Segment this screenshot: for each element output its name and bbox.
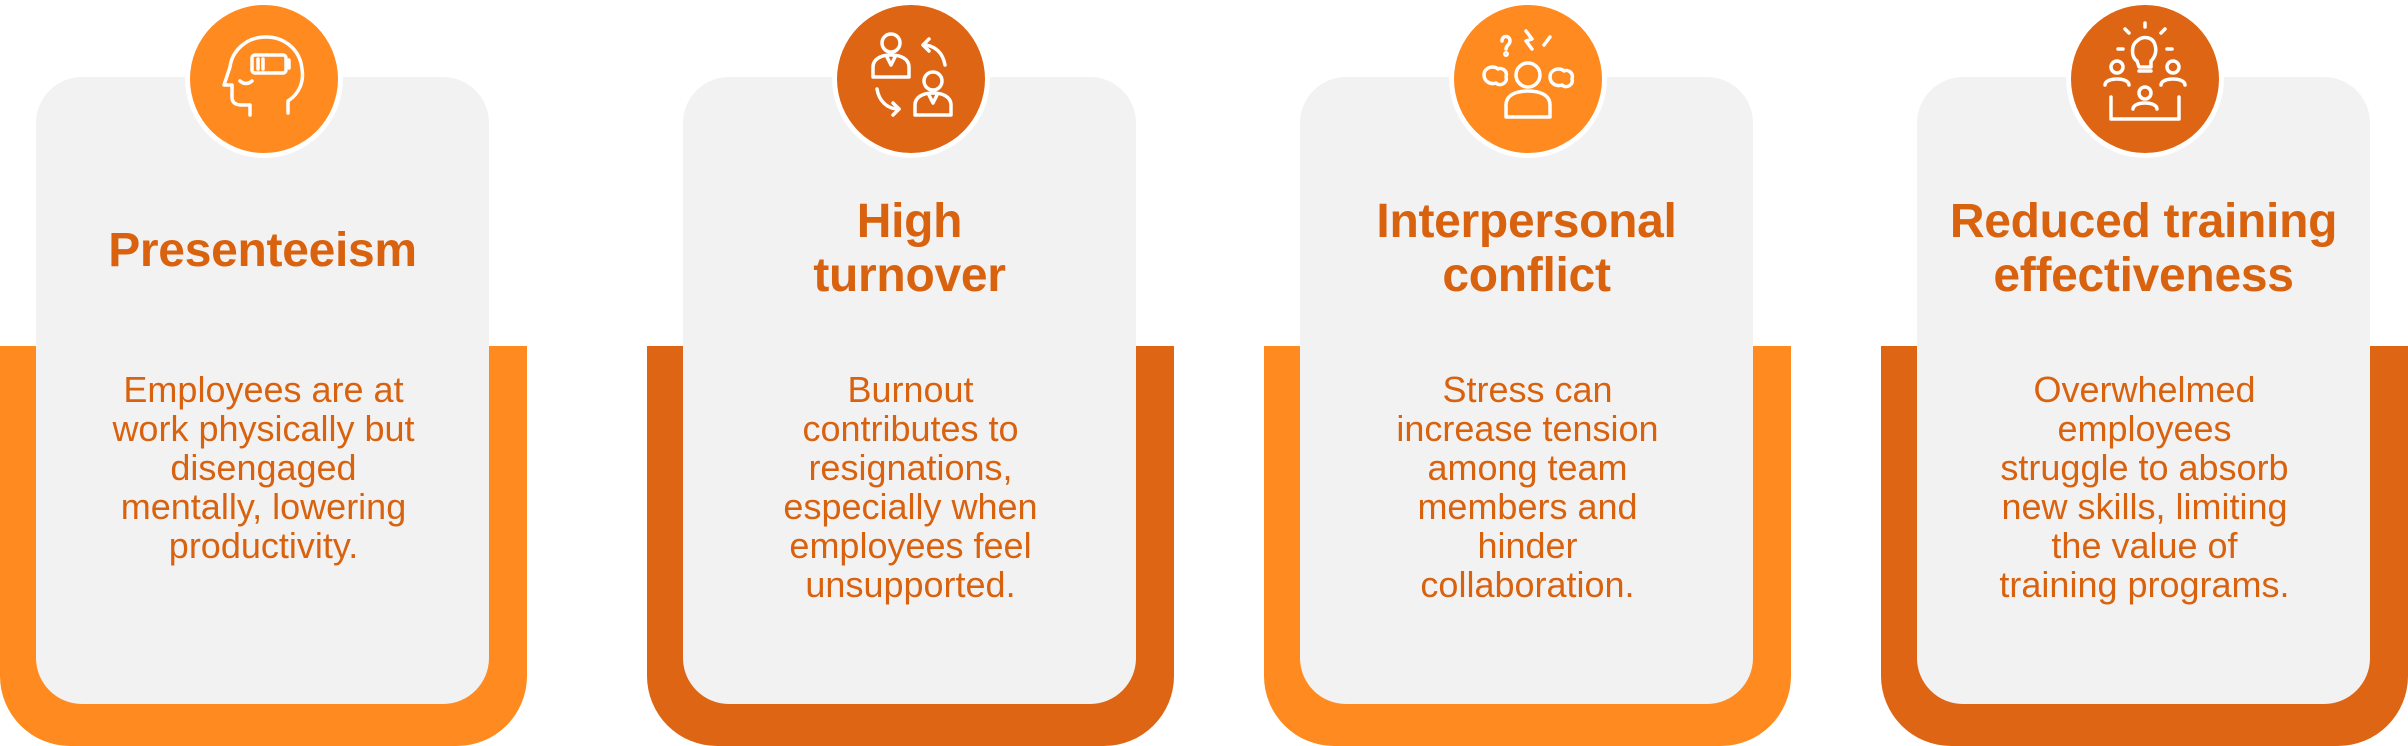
icon-badge <box>2066 0 2224 158</box>
card-high-turnover: High turnover Burnout contributes to res… <box>647 0 1174 746</box>
card-title: Presenteeism <box>108 224 417 277</box>
card-panel <box>36 77 489 704</box>
card-description: Overwhelmed employees struggle to absorb… <box>1999 369 2290 605</box>
icon-badge <box>832 0 990 158</box>
card-title: Interpersonal conflict <box>1376 195 1677 302</box>
card-description: Employees are at work physically but dis… <box>112 369 415 566</box>
stressed-person-icon <box>1454 5 1602 153</box>
people-exchange-icon <box>837 5 985 153</box>
card-presenteeism: Presenteeism Employees are at work physi… <box>0 0 527 746</box>
card-interpersonal-conflict: Interpersonal conflict Stress can increa… <box>1264 0 1791 746</box>
card-description: Burnout contributes to resignations, esp… <box>783 369 1038 605</box>
card-panel <box>1300 77 1753 704</box>
training-lightbulb-icon <box>2071 5 2219 153</box>
head-battery-icon <box>190 5 338 153</box>
card-title: High turnover <box>813 195 1006 302</box>
icon-badge <box>1449 0 1607 158</box>
card-title: Reduced training effectiveness <box>1949 195 2338 302</box>
card-reduced-training: Reduced training effectiveness Overwhelm… <box>1881 0 2408 746</box>
card-panel <box>1917 77 2370 704</box>
icon-badge <box>185 0 343 158</box>
card-panel <box>683 77 1136 704</box>
card-description: Stress can increase tension among team m… <box>1396 369 1659 605</box>
